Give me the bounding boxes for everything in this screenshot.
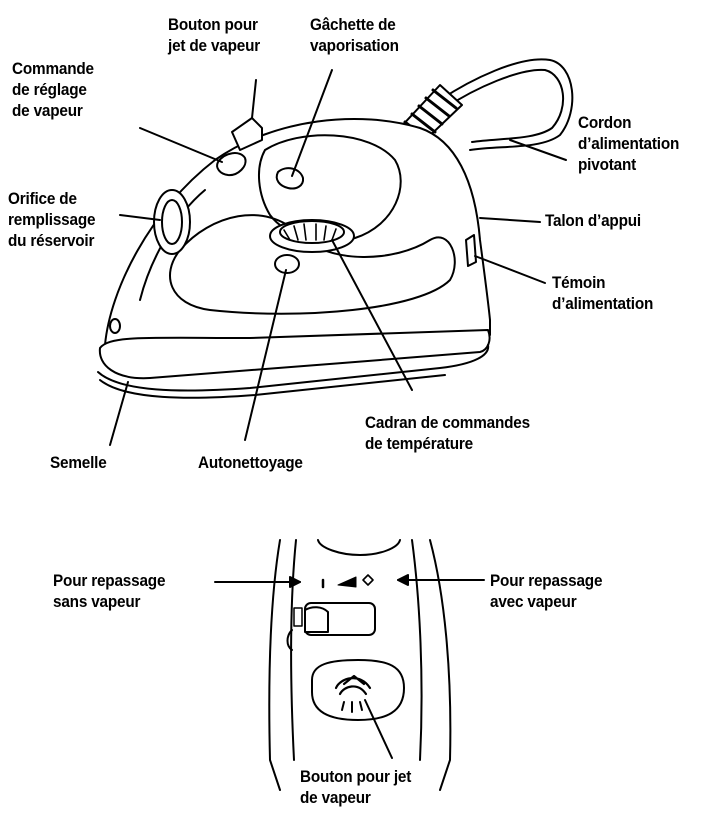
leader-semelle bbox=[109, 381, 129, 446]
leader-gachette bbox=[291, 69, 333, 177]
label-orifice: Orifice de remplissage du réservoir bbox=[8, 189, 96, 250]
label-semelle: Semelle bbox=[50, 453, 107, 472]
label-bouton-jet-bas: Bouton pour jet de vapeur bbox=[300, 767, 412, 807]
leader-orifice bbox=[119, 214, 161, 221]
steam-burst-icon bbox=[334, 674, 372, 696]
steam-control bbox=[216, 152, 247, 177]
spray-trigger bbox=[275, 167, 305, 190]
handle-top-view-right bbox=[429, 539, 452, 791]
label-autonettoyage: Autonettoyage bbox=[198, 453, 303, 472]
handle-opening bbox=[258, 134, 402, 243]
burst-button-top bbox=[231, 117, 263, 151]
label-talon: Talon d’appui bbox=[545, 211, 641, 230]
leader-cordon bbox=[509, 139, 567, 161]
self-clean-button bbox=[274, 254, 300, 274]
label-commande-reglage: Commande de réglage de vapeur bbox=[12, 59, 94, 120]
label-avec-vapeur: Pour repassage avec vapeur bbox=[490, 571, 603, 611]
label-cadran: Cadran de commandes de température bbox=[365, 413, 530, 453]
label-cordon: Cordon d’alimentation pivotant bbox=[578, 113, 680, 174]
label-temoin: Témoin d’alimentation bbox=[552, 273, 654, 313]
label-bouton-jet: Bouton pour jet de vapeur bbox=[168, 15, 261, 55]
steam-diamond-icon bbox=[362, 574, 374, 586]
label-gachette: Gâchette de vaporisation bbox=[310, 15, 399, 55]
burst-button-bottom bbox=[311, 659, 405, 721]
leader-cadran bbox=[331, 239, 413, 391]
leader-temoin bbox=[474, 255, 546, 284]
label-sans-vapeur: Pour repassage sans vapeur bbox=[53, 571, 166, 611]
leader-talon bbox=[479, 217, 541, 223]
fill-hole bbox=[153, 189, 191, 255]
power-indicator bbox=[465, 234, 477, 267]
soleplate bbox=[98, 329, 491, 380]
leader-autonet bbox=[244, 269, 287, 441]
leader-bouton-jet-bas bbox=[364, 699, 393, 759]
handle-top-view-left bbox=[268, 539, 281, 791]
leader-commande bbox=[139, 127, 223, 163]
